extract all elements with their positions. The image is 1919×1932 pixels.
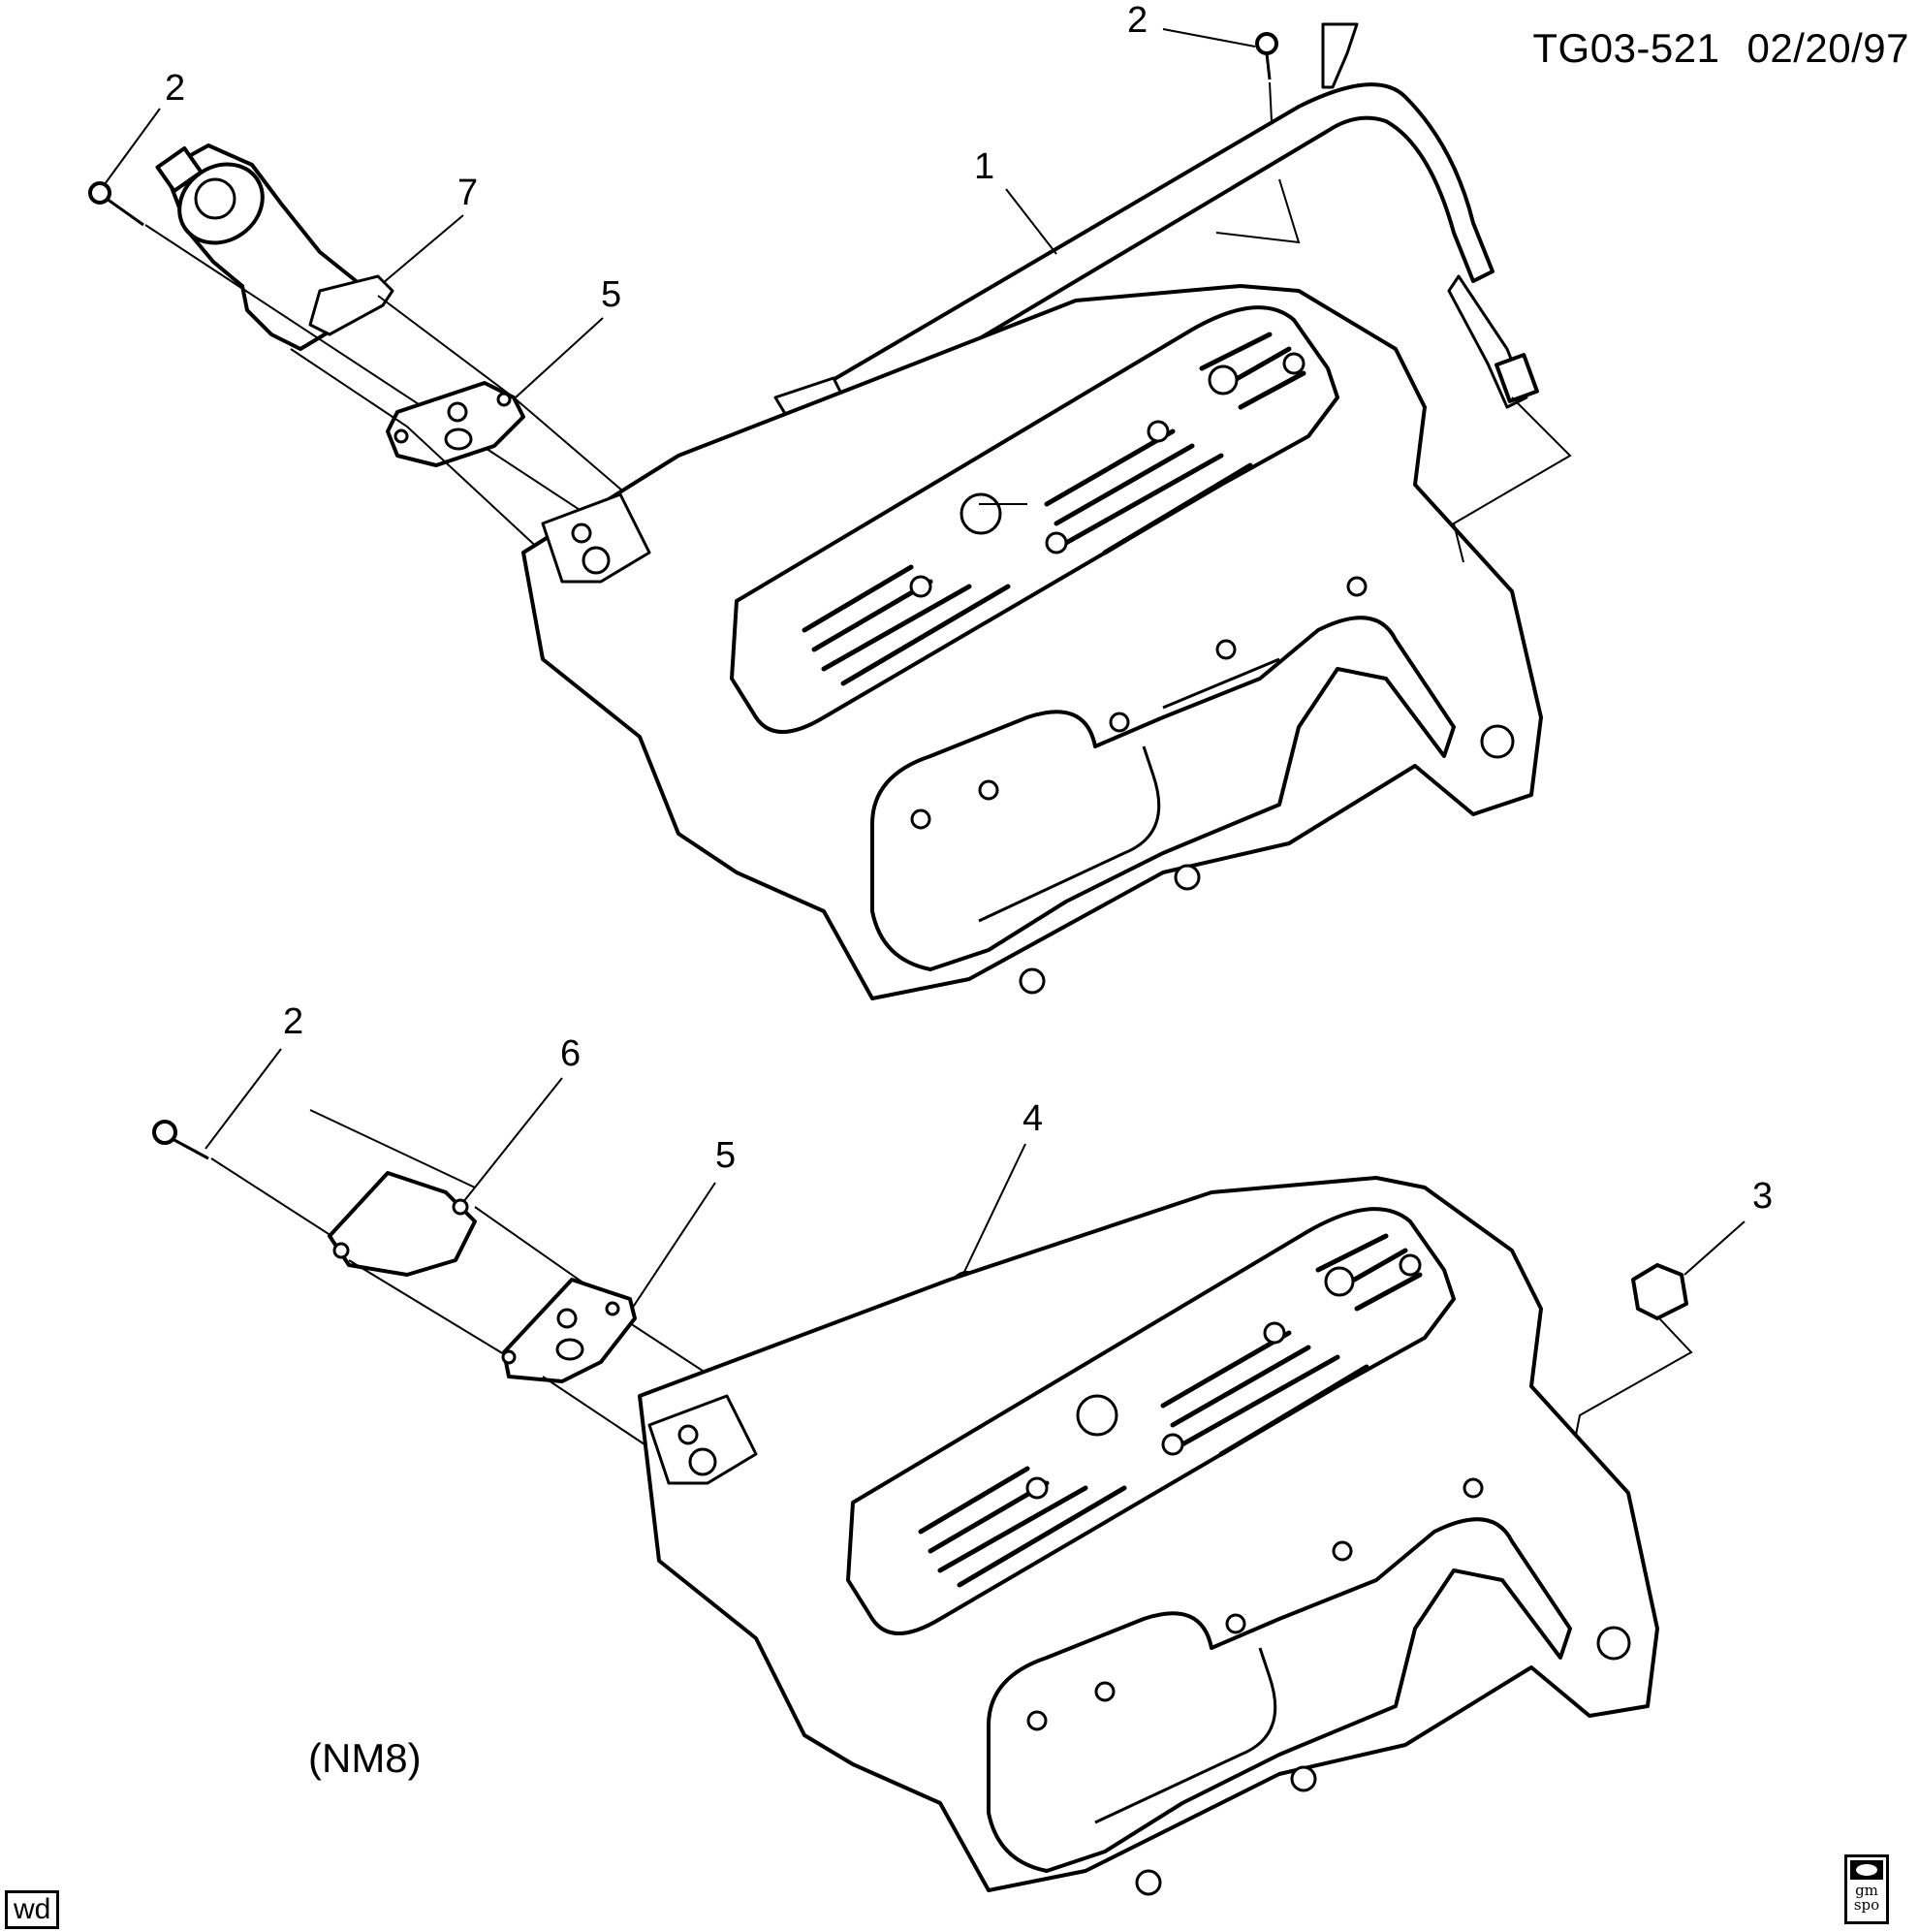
illustration-id: TG03-521 [1532, 25, 1720, 71]
callout-6: 6 [560, 1033, 582, 1074]
gasket-lower [501, 1278, 637, 1383]
illustration-header: TG03-521 02/20/97 [1532, 25, 1909, 72]
engine-top [521, 284, 1543, 1000]
callout-7: 7 [457, 173, 479, 213]
egr-valve [155, 143, 394, 351]
callout-5-lower: 5 [715, 1135, 737, 1176]
callout-2-top-right: 2 [1127, 0, 1148, 41]
bolt-top-left [88, 181, 631, 544]
callout-5-top: 5 [601, 274, 622, 315]
lower-assembly [152, 1109, 1693, 1896]
leader-lines [104, 28, 1746, 1310]
logo-text-spo: spo [1853, 1896, 1880, 1914]
nut [1574, 1263, 1693, 1441]
callout-2-lower: 2 [283, 1001, 304, 1042]
callout-4: 4 [1022, 1098, 1044, 1139]
bolt-lower [152, 1120, 340, 1242]
gm-spo-logo-icon: gm spo [1844, 1854, 1889, 1924]
logo-oval [1850, 1860, 1883, 1880]
top-assembly [88, 22, 1572, 1000]
logo-text-gm: gm [1855, 1882, 1878, 1899]
gasket-top [386, 381, 525, 467]
bolt-top-right [1255, 32, 1278, 122]
wd-badge: wd [5, 1890, 60, 1929]
callout-1: 1 [974, 146, 995, 187]
illustration-date: 02/20/97 [1746, 25, 1909, 71]
callout-3: 3 [1752, 1176, 1774, 1217]
cover-plate [328, 1171, 477, 1277]
variant-label: (NM8) [308, 1735, 422, 1781]
callout-2-top-left: 2 [165, 68, 186, 109]
engine-lower [638, 1176, 1659, 1896]
